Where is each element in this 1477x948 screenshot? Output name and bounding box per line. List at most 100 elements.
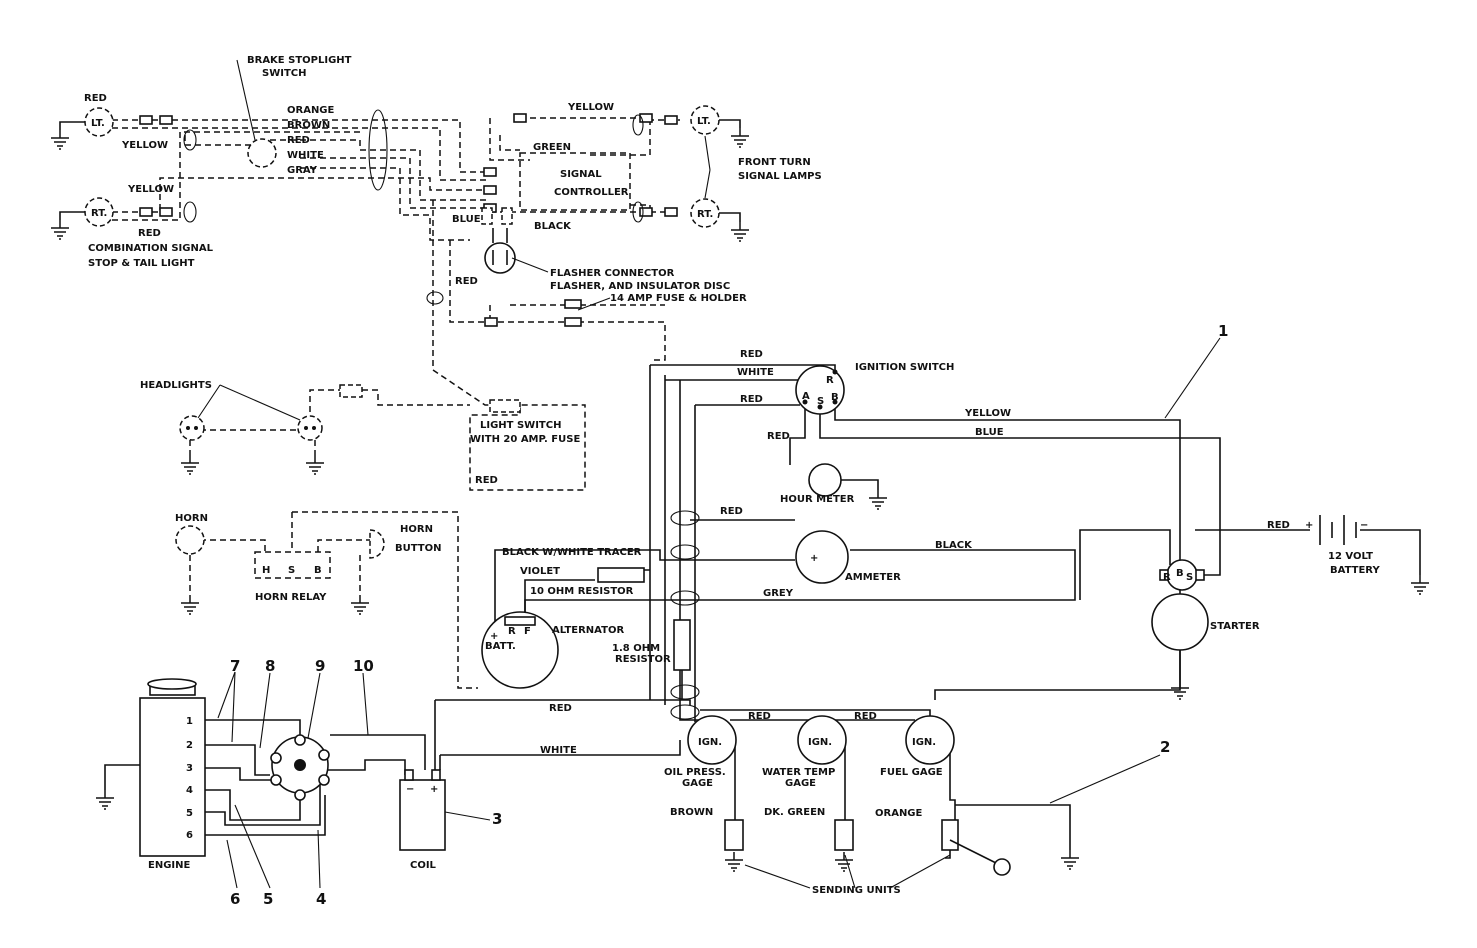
- fuse-holder-label: 14 AMP FUSE & HOLDER: [610, 293, 747, 304]
- combination-signal-label-1: COMBINATION SIGNAL: [88, 243, 214, 254]
- starter-b-label: B: [1176, 568, 1184, 579]
- ground-icon: [305, 454, 325, 475]
- ground-icon: [50, 129, 70, 150]
- rt-left-label: RT.: [91, 208, 107, 219]
- green-label: GREEN: [533, 142, 571, 153]
- ammeter-label: AMMETER: [845, 572, 901, 583]
- alt-r-label: R: [508, 626, 516, 637]
- battery: [1319, 515, 1430, 595]
- engine-terminal-3: 3: [186, 763, 193, 774]
- coil: [399, 769, 446, 851]
- light-switch-icon: [489, 399, 521, 413]
- red-bundle-label: RED: [287, 135, 310, 146]
- sending-units: [724, 819, 1080, 876]
- signal-controller-label-1: SIGNAL: [560, 169, 602, 180]
- light-switch-label-1: LIGHT SWITCH: [480, 420, 561, 431]
- black-ammeter-label: BLACK: [935, 540, 973, 551]
- orange-label: ORANGE: [287, 105, 335, 116]
- ground-icon: [724, 851, 744, 872]
- brown-label: BROWN: [287, 120, 330, 131]
- yellow-right-label: YELLOW: [964, 408, 1011, 419]
- main-wiring: [104, 364, 1421, 850]
- ign-r-label: R: [826, 375, 834, 386]
- light-switch-label-2: WITH 20 AMP. FUSE: [470, 434, 580, 445]
- horn-wiring: [189, 511, 478, 689]
- callout-leaders: [197, 59, 1221, 889]
- combination-signal-label-2: STOP & TAIL LIGHT: [88, 258, 195, 269]
- starter-label: STARTER: [1210, 621, 1260, 632]
- callout-5: 5: [263, 890, 273, 908]
- ground-icon: [1410, 574, 1430, 595]
- alt-f-label: F: [524, 626, 531, 637]
- red-battery-label: RED: [1267, 520, 1290, 531]
- horn-relay-label: HORN RELAY: [255, 592, 327, 603]
- harness-bundles: [183, 109, 700, 720]
- starter: [1151, 559, 1209, 700]
- ignition-switch: [795, 365, 845, 415]
- violet-label: VIOLET: [520, 566, 560, 577]
- red-light-switch-label: RED: [475, 475, 498, 486]
- white-bundle-label: WHITE: [287, 150, 324, 161]
- connector-marks: [139, 113, 678, 327]
- rt-right-label: RT.: [697, 209, 713, 220]
- orange-lower-label: ORANGE: [875, 808, 923, 819]
- gauges: [687, 715, 955, 765]
- engine-terminal-5: 5: [186, 808, 193, 819]
- signal-controller-label-2: CONTROLLER: [554, 187, 629, 198]
- relay-s-label: S: [288, 565, 295, 576]
- red-main-label: RED: [740, 349, 763, 360]
- black-flasher-label: BLACK: [534, 221, 572, 232]
- brake-stoplight-label-2: SWITCH: [262, 68, 306, 79]
- red-lower-label: RED: [549, 703, 572, 714]
- red-flasher-label: RED: [455, 276, 478, 287]
- ground-icon: [730, 127, 750, 148]
- callout-10: 10: [353, 657, 374, 675]
- ign-a-label: A: [802, 391, 810, 402]
- horn-button-icon: [369, 529, 385, 559]
- front-turn-label-2: SIGNAL LAMPS: [738, 171, 822, 182]
- water-temp-label-2: GAGE: [785, 778, 816, 789]
- right-lt-lamp: LT.: [690, 105, 750, 148]
- hour-meter: [808, 463, 888, 510]
- ground-icon: [95, 789, 115, 810]
- ign-fuel-label: IGN.: [912, 737, 936, 748]
- oil-press-label-1: OIL PRESS.: [664, 767, 726, 778]
- callout-4: 4: [316, 890, 326, 908]
- blue-flasher-label: BLUE: [452, 214, 481, 225]
- horn-label: HORN: [175, 513, 208, 524]
- brown-lower-label: BROWN: [670, 807, 713, 818]
- alt-batt-label: BATT.: [485, 641, 516, 652]
- yellow-top-label: YELLOW: [567, 102, 614, 113]
- battery-label-2: BATTERY: [1330, 565, 1380, 576]
- ign-s-label: S: [817, 396, 824, 407]
- engine-terminal-2: 2: [186, 740, 193, 751]
- flasher-connector-label-2: FLASHER, AND INSULATOR DISC: [550, 281, 730, 292]
- yellow-left-top-label: YELLOW: [121, 140, 168, 151]
- red-ammeter-label: RED: [720, 506, 743, 517]
- coil-minus-label: −: [406, 784, 414, 795]
- sending-units-label: SENDING UNITS: [812, 885, 901, 896]
- engine-label: ENGINE: [148, 860, 190, 871]
- ground-icon: [1060, 849, 1080, 870]
- ign-water-label: IGN.: [808, 737, 832, 748]
- ten-ohm-resistor-label: 10 OHM RESISTOR: [530, 586, 634, 597]
- headlights-label: HEADLIGHTS: [140, 380, 212, 391]
- left-lt-lamp: LT.: [50, 107, 114, 150]
- red-gauges-1-label: RED: [748, 711, 771, 722]
- starter-r-label: R: [1163, 572, 1171, 583]
- callout-9: 9: [315, 657, 325, 675]
- ground-icon: [730, 221, 750, 242]
- battery-plus-label: +: [1305, 520, 1313, 531]
- ground-icon: [50, 219, 70, 240]
- blue-right-label: BLUE: [975, 427, 1004, 438]
- red-top-left-label: RED: [84, 93, 107, 104]
- fuel-gage-label: FUEL GAGE: [880, 767, 943, 778]
- horn: [175, 525, 385, 615]
- red-hour-label: RED: [767, 431, 790, 442]
- callout-8: 8: [265, 657, 275, 675]
- ign-oil-label: IGN.: [698, 737, 722, 748]
- diagram-labels: BRAKE STOPLIGHT SWITCH RED YELLOW YELLOW…: [84, 55, 1380, 896]
- front-turn-label-1: FRONT TURN: [738, 157, 811, 168]
- alternator-label: ALTERNATOR: [552, 625, 624, 636]
